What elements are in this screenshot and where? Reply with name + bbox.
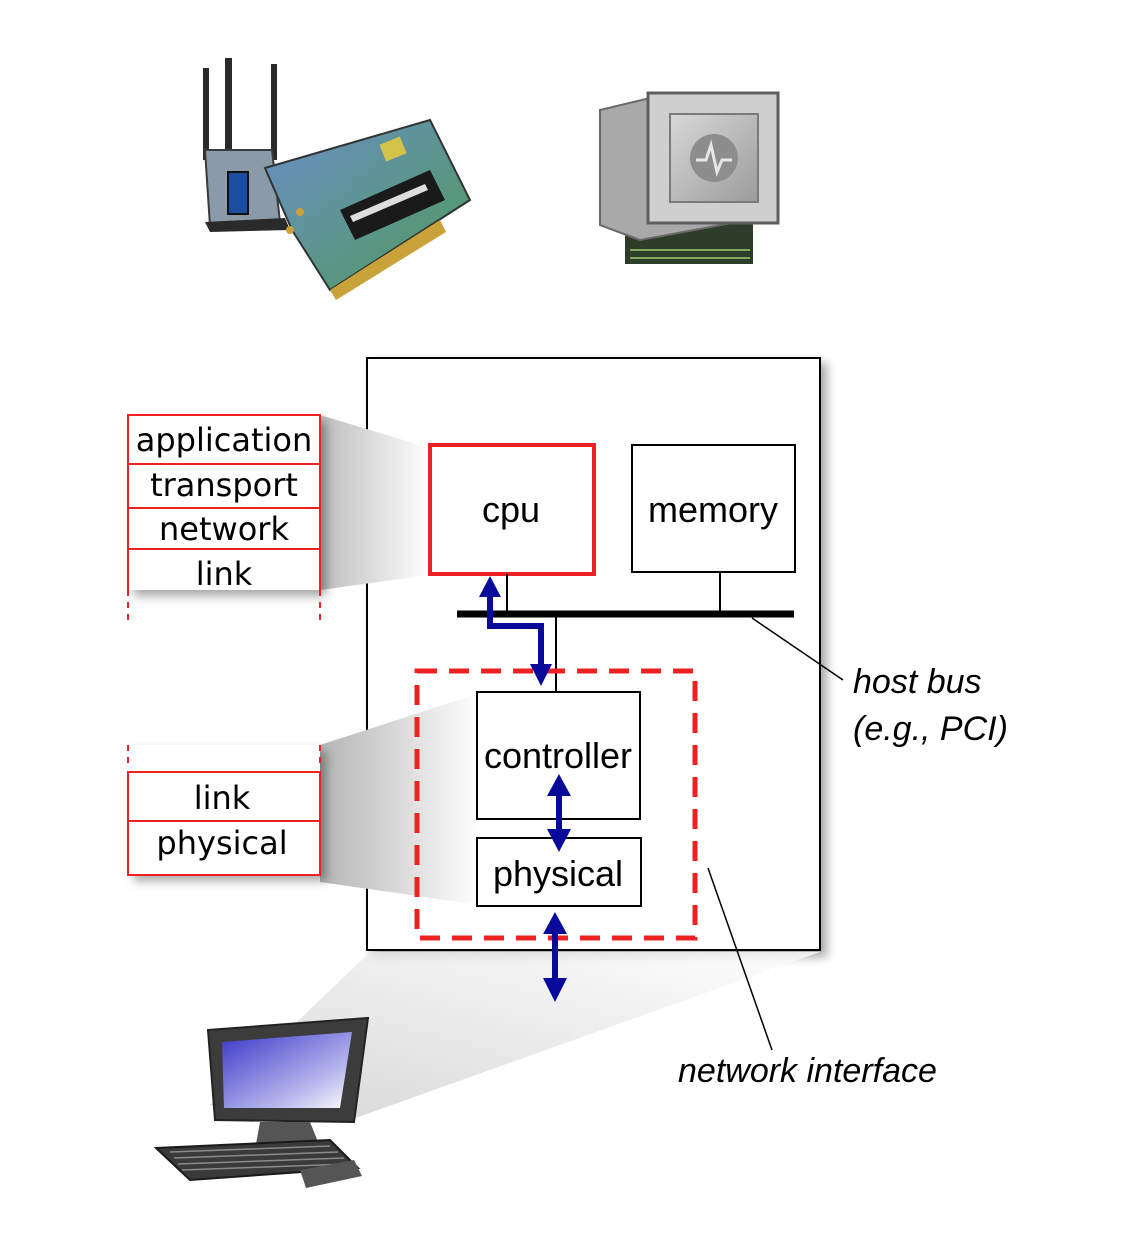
nic-protocol-stack: link physical	[127, 745, 321, 876]
physical-label: physical	[493, 853, 623, 894]
desktop-computer-icon	[153, 1016, 370, 1188]
host-protocol-stack: application transport network link	[127, 414, 321, 620]
computer-wedge	[210, 952, 820, 1120]
host-layer-link: link	[196, 555, 253, 593]
memory-box	[631, 444, 796, 573]
memory-label: memory	[648, 489, 778, 530]
nic-layer-link: link	[194, 779, 251, 817]
cpu-to-nic-arrow	[479, 576, 552, 686]
nic-layer-physical: physical	[156, 824, 287, 862]
wireless-nic-card-icon	[203, 58, 472, 300]
host-layer-network: network	[159, 510, 289, 548]
network-interface-label: network interface	[678, 1052, 937, 1090]
host-bus-pointer	[751, 617, 844, 681]
controller-label: controller	[484, 735, 632, 776]
nic-stack-wedge	[320, 693, 480, 905]
network-interface-pointer	[707, 867, 773, 1051]
physical-link-arrow	[543, 912, 567, 1002]
network-chip-icon	[599, 91, 780, 264]
host-layer-transport: transport	[150, 466, 298, 504]
cpu-label: cpu	[482, 489, 540, 530]
host-layer-application: application	[136, 421, 313, 459]
host-bus-example-label: (e.g., PCI)	[853, 710, 1008, 748]
host-stack-wedge	[320, 415, 430, 590]
controller-physical-arrow	[547, 774, 571, 852]
host-bus-label: host bus	[853, 663, 982, 701]
cpu-box	[428, 443, 596, 576]
